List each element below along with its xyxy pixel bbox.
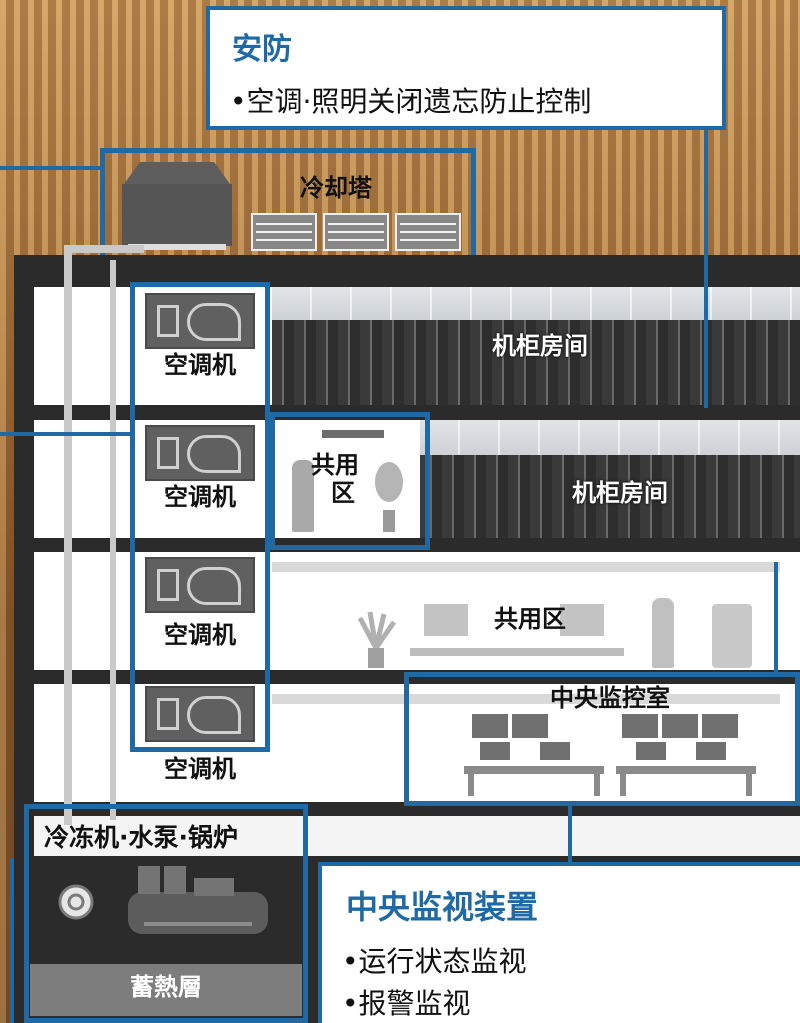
security-callout-item: •空调·照明关闭遗忘防止控制 [230, 85, 592, 118]
ahu-slot [157, 305, 179, 337]
common-area-small-label: 共用 区 [290, 451, 380, 507]
ahu-slot [157, 698, 179, 730]
pipe-vertical-mid [110, 260, 116, 820]
plant-box [24, 804, 308, 1023]
central-control-room-label: 中央监控室 [550, 684, 670, 712]
person-figure [292, 460, 314, 532]
common-area-label: 共用区 [494, 605, 566, 633]
security-callout-title: 安防 [232, 32, 292, 67]
air-handling-unit-icon [145, 686, 255, 742]
server-room-1-label: 机柜房间 [492, 332, 588, 360]
machine-icon [712, 604, 752, 668]
ahu-fan [187, 303, 241, 341]
common-area-small-label-line2: 区 [331, 478, 355, 507]
monitor-1 [424, 604, 468, 636]
connector-left-top [0, 166, 102, 170]
cooling-tower-box [100, 148, 476, 270]
central-monitoring-item-2: •报警监视 [342, 987, 471, 1020]
ahu-slot [157, 569, 179, 601]
air-handling-unit-icon [145, 293, 255, 349]
person-figure-2 [652, 598, 674, 668]
thermal-storage-label: 蓄熱層 [130, 973, 202, 1001]
connector-monitor-vertical [568, 806, 572, 870]
plant-icon-2 [356, 608, 397, 668]
floor-3-duct [272, 562, 780, 572]
ahu-fan [187, 435, 241, 473]
server-room-2-image [420, 455, 800, 538]
ahu-slot [157, 437, 179, 469]
connector-left-mid [0, 432, 132, 436]
cooling-tower-label: 冷却塔 [300, 174, 372, 202]
central-monitoring-callout: 中央监视装置 •运行状态监视 •报警监视 [318, 862, 800, 1023]
desk-row [410, 648, 624, 656]
server-room-1-image [272, 320, 800, 405]
ahu-3-label: 空调机 [164, 621, 236, 649]
security-callout: 安防 •空调·照明关闭遗忘防止控制 [206, 6, 726, 130]
server-room-2-label: 机柜房间 [572, 479, 668, 507]
connector-left-bottom [10, 858, 14, 1023]
monitor-2 [560, 604, 604, 636]
plant-icon [374, 460, 404, 534]
connector-security [704, 128, 708, 408]
ahu-fan [187, 567, 241, 605]
ahu-column-box [130, 282, 270, 752]
central-monitoring-callout-title: 中央监视装置 [346, 888, 539, 926]
cooling-tower-icon [118, 160, 236, 254]
pipe-top [64, 245, 144, 253]
common-area-small-label-line1: 共用 [311, 451, 359, 479]
floor-4-duct [272, 694, 780, 704]
control-room-desks [460, 714, 760, 798]
central-control-room-box [404, 672, 800, 806]
ceiling-unit [322, 430, 384, 438]
air-handling-unit-icon [145, 557, 255, 613]
chiller-icon [124, 862, 272, 938]
pipe-vertical-left [64, 245, 72, 825]
connector-floor3 [774, 562, 778, 674]
cooling-tower-units [250, 212, 462, 252]
central-monitoring-item-1: •运行状态监视 [342, 945, 527, 978]
ahu-4-label: 空调机 [164, 755, 236, 783]
pump-icon [56, 880, 96, 922]
ahu-2-label: 空调机 [164, 483, 236, 511]
ahu-fan [187, 696, 241, 734]
air-handling-unit-icon [145, 425, 255, 481]
ahu-1-label: 空调机 [164, 351, 236, 379]
thermal-storage-bar [30, 964, 302, 1016]
basement [34, 816, 800, 856]
common-area-small-box [270, 412, 430, 550]
plant-label: 冷冻机·水泵·锅炉 [44, 823, 238, 852]
